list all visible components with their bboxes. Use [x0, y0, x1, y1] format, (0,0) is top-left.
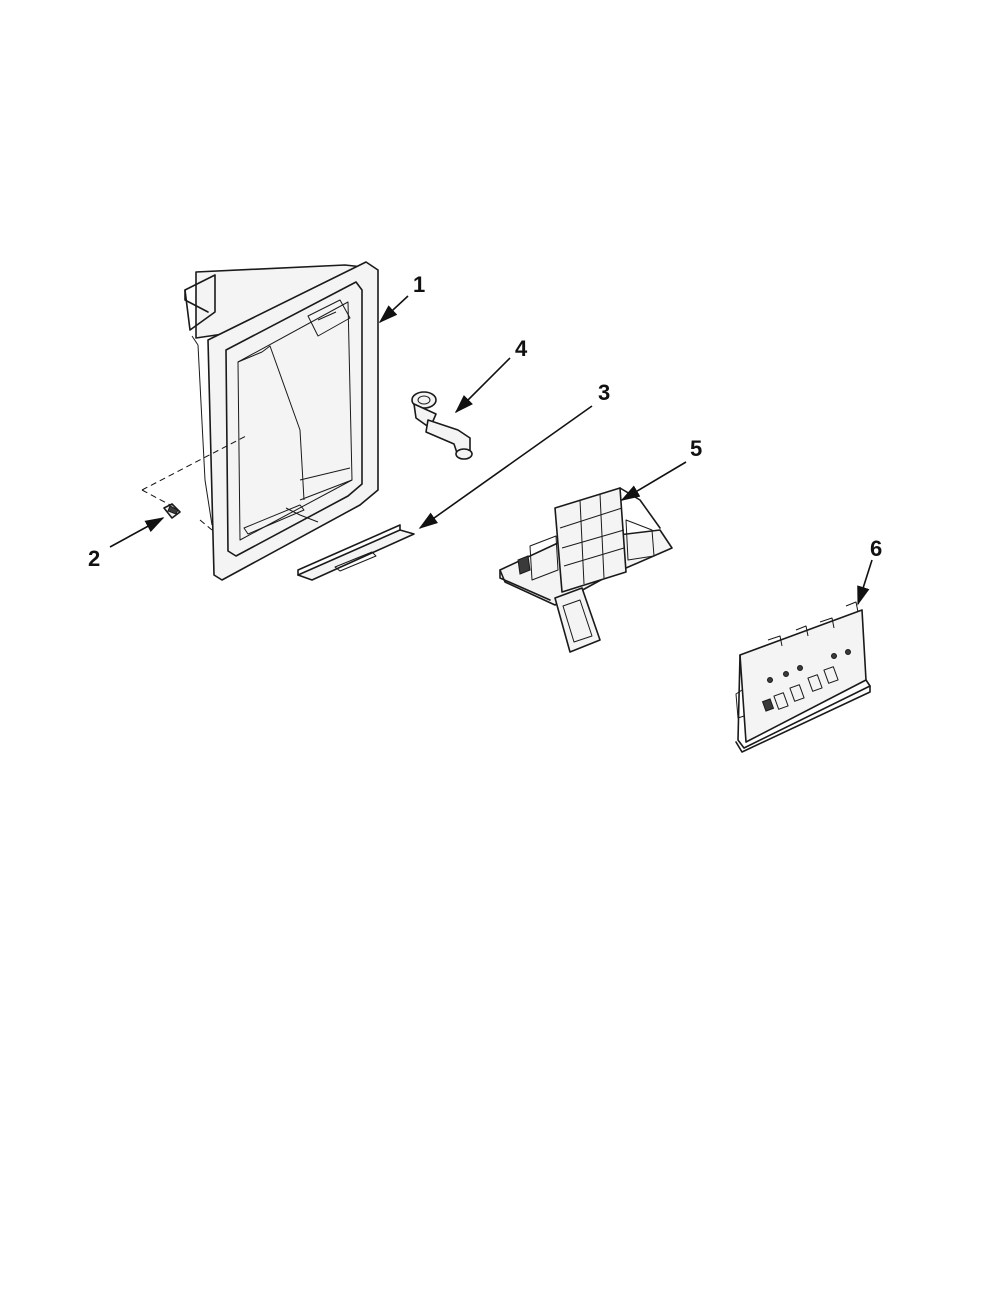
leader-3: [418, 405, 593, 529]
callout-5: 5: [690, 436, 702, 461]
part-5-actuator-assembly: [499, 487, 673, 653]
leader-2: [109, 517, 165, 548]
leader-6: [857, 559, 873, 606]
callout-1: 1: [413, 272, 425, 297]
leader-arrows: [109, 295, 873, 606]
callout-4: 4: [515, 336, 528, 361]
leader-4: [454, 357, 511, 414]
leader-5: [620, 461, 687, 501]
part-6-control-panel: [735, 601, 871, 753]
callout-3: 3: [598, 380, 610, 405]
part-4-water-fitting: [411, 391, 473, 460]
part-1-dispenser-housing: [184, 261, 379, 581]
callout-6: 6: [870, 536, 882, 561]
part-2-screw: [163, 503, 181, 519]
leader-1: [378, 295, 409, 324]
part-3-drip-tray: [285, 507, 415, 581]
callout-2: 2: [88, 546, 100, 571]
